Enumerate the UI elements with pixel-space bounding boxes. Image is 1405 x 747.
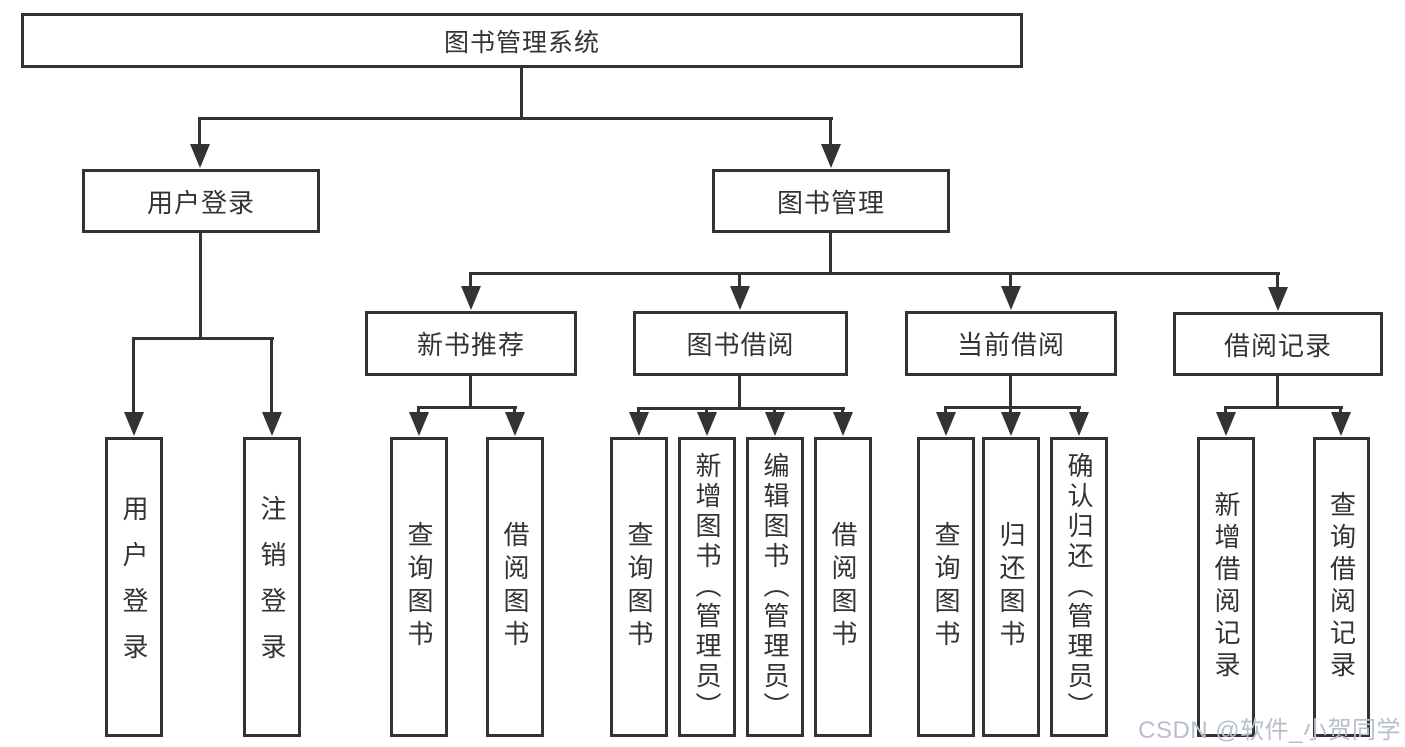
node-query-books-current: 查询图书 xyxy=(917,437,975,737)
connector-arrow-stem xyxy=(417,406,420,416)
node-label-query-books-borrow: 查询图书 xyxy=(624,521,654,653)
connector-hline xyxy=(1224,406,1343,409)
connector-arrow-stem xyxy=(1009,272,1012,290)
node-label-book-management: 图书管理 xyxy=(776,187,885,218)
arrowhead-down-icon xyxy=(262,412,282,436)
node-label-current-borrowing: 当前借阅 xyxy=(956,330,1065,360)
connector-vline xyxy=(199,233,202,340)
node-label-confirm-return-admin: 确认归还（管理员） xyxy=(1064,452,1094,722)
connector-arrow-stem xyxy=(773,407,776,416)
csdn-watermark: CSDN @软件_小贺同学 xyxy=(1138,717,1401,744)
node-book-management: 图书管理 xyxy=(712,169,950,233)
arrowhead-down-icon xyxy=(190,144,210,168)
connector-vline xyxy=(520,68,523,120)
node-label-borrow-books-recommend: 借阅图书 xyxy=(500,521,530,653)
connector-arrow-stem xyxy=(198,117,201,148)
node-user-login: 用户登录 xyxy=(82,169,320,233)
connector-arrow-stem xyxy=(1077,406,1080,416)
node-label-user-login-leaf: 用户登录 xyxy=(119,495,149,679)
node-user-login-leaf: 用户登录 xyxy=(105,437,163,737)
node-book-borrowing: 图书借阅 xyxy=(633,311,848,376)
connector-arrow-stem xyxy=(1224,406,1227,416)
node-label-query-borrow-record: 查询借阅记录 xyxy=(1326,491,1357,683)
node-logout-leaf: 注销登录 xyxy=(243,437,301,737)
connector-vline xyxy=(1009,376,1012,409)
connector-hline xyxy=(198,117,833,120)
node-label-add-borrow-record: 新增借阅记录 xyxy=(1211,491,1241,683)
arrowhead-down-icon xyxy=(936,412,956,436)
connector-hline xyxy=(417,406,517,409)
node-label-system-root: 图书管理系统 xyxy=(443,28,600,57)
node-edit-books-admin: 编辑图书（管理员） xyxy=(746,437,804,737)
connector-arrow-stem xyxy=(469,272,472,290)
connector-arrow-stem xyxy=(270,337,273,416)
connector-arrow-stem xyxy=(944,406,947,416)
arrowhead-down-icon xyxy=(697,412,717,436)
node-query-books-borrow: 查询图书 xyxy=(610,437,668,737)
connector-arrow-stem xyxy=(1009,406,1012,416)
node-label-query-books-current: 查询图书 xyxy=(931,521,961,653)
connector-vline xyxy=(1276,376,1279,409)
arrowhead-down-icon xyxy=(833,412,853,436)
connector-hline xyxy=(469,272,1280,275)
arrowhead-down-icon xyxy=(1268,287,1288,311)
node-query-books-recommend: 查询图书 xyxy=(390,437,448,737)
node-system-root: 图书管理系统 xyxy=(21,13,1023,68)
connector-vline xyxy=(738,376,741,410)
node-label-user-login: 用户登录 xyxy=(146,187,255,218)
node-borrow-books-leaf: 借阅图书 xyxy=(814,437,872,737)
connector-vline xyxy=(469,376,472,409)
node-borrowing-records: 借阅记录 xyxy=(1173,312,1383,376)
node-return-books: 归还图书 xyxy=(982,437,1040,737)
arrowhead-down-icon xyxy=(124,412,144,436)
node-query-borrow-record: 查询借阅记录 xyxy=(1313,437,1370,737)
node-confirm-return-admin: 确认归还（管理员） xyxy=(1050,437,1108,737)
connector-hline xyxy=(132,337,274,340)
connector-arrow-stem xyxy=(132,337,135,416)
arrowhead-down-icon xyxy=(461,286,481,310)
arrowhead-down-icon xyxy=(629,412,649,436)
node-label-query-books-recommend: 查询图书 xyxy=(404,521,434,653)
arrowhead-down-icon xyxy=(765,412,785,436)
arrowhead-down-icon xyxy=(1001,412,1021,436)
arrowhead-down-icon xyxy=(505,412,525,436)
node-add-books-admin: 新增图书（管理员） xyxy=(678,437,736,737)
connector-hline xyxy=(637,407,845,410)
node-label-borrow-books-leaf: 借阅图书 xyxy=(828,521,858,653)
connector-arrow-stem xyxy=(1276,272,1279,291)
node-label-borrowing-records: 借阅记录 xyxy=(1223,330,1332,361)
arrowhead-down-icon xyxy=(1001,286,1021,310)
arrowhead-down-icon xyxy=(409,412,429,436)
connector-arrow-stem xyxy=(1339,406,1342,416)
node-label-edit-books-admin: 编辑图书（管理员） xyxy=(760,452,790,722)
node-label-add-books-admin: 新增图书（管理员） xyxy=(692,452,722,722)
node-label-book-borrowing: 图书借阅 xyxy=(686,330,795,360)
connector-arrow-stem xyxy=(738,272,741,290)
node-new-book-recommend: 新书推荐 xyxy=(365,311,577,376)
arrowhead-down-icon xyxy=(730,286,750,310)
connector-arrow-stem xyxy=(829,117,832,148)
node-label-new-book-recommend: 新书推荐 xyxy=(416,330,525,360)
node-label-return-books: 归还图书 xyxy=(996,521,1026,653)
connector-vline xyxy=(829,233,832,275)
connector-hline xyxy=(944,406,1081,409)
arrowhead-down-icon xyxy=(1216,412,1236,436)
arrowhead-down-icon xyxy=(1069,412,1089,436)
connector-arrow-stem xyxy=(637,407,640,416)
arrowhead-down-icon xyxy=(821,144,841,168)
connector-arrow-stem xyxy=(513,406,516,416)
arrowhead-down-icon xyxy=(1331,412,1351,436)
connector-arrow-stem xyxy=(841,407,844,416)
node-add-borrow-record: 新增借阅记录 xyxy=(1197,437,1255,737)
node-label-logout-leaf: 注销登录 xyxy=(257,495,287,679)
node-current-borrowing: 当前借阅 xyxy=(905,311,1117,376)
node-borrow-books-recommend: 借阅图书 xyxy=(486,437,544,737)
connector-arrow-stem xyxy=(705,407,708,416)
